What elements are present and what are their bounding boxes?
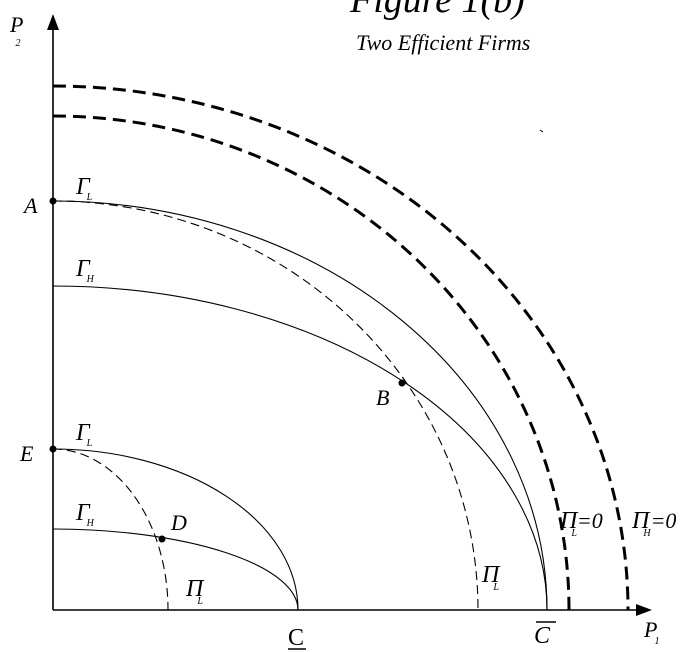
gamma-l-upper-label: ΓL — [75, 174, 93, 203]
point-d-label: D — [170, 510, 187, 535]
pi-h-zero-label: ΠH=0 — [631, 508, 676, 539]
pi-l-inner-curve — [52, 448, 169, 611]
gamma-h-lower-label: ΓH — [75, 500, 95, 529]
axes — [47, 14, 652, 616]
point-b-label: B — [376, 385, 389, 410]
point-b-marker — [398, 379, 406, 387]
x-axis-label: P1 — [643, 617, 659, 647]
gamma-l-lower-curve — [52, 448, 299, 611]
gamma-l-upper-curve — [52, 200, 548, 611]
pi-l-outer-label: ΠL — [481, 562, 501, 593]
point-a-marker — [49, 197, 57, 205]
figure-title: Figure 1(b) — [349, 0, 525, 21]
pi-l-zero-curve — [52, 114, 571, 611]
stray-mark — [539, 129, 544, 133]
pi-h-zero-curve — [52, 84, 630, 611]
point-e-marker — [49, 445, 57, 453]
gamma-h-lower-curve — [52, 528, 299, 611]
gamma-h-upper-label: ΓH — [75, 256, 95, 285]
point-e-label: E — [19, 441, 34, 466]
gamma-h-upper-curve — [52, 285, 548, 611]
pi-l-zero-label: ΠL=0 — [559, 508, 603, 539]
gamma-l-lower-label: ΓL — [75, 420, 93, 449]
pi-l-outer-curve — [52, 200, 479, 611]
point-a-label: A — [22, 193, 38, 218]
pi-l-inner-label: ΠL — [185, 576, 205, 607]
point-d-marker — [158, 535, 166, 543]
figure-subtitle: Two Efficient Firms — [356, 30, 530, 55]
y-axis-arrow — [47, 14, 59, 30]
c-low-tick-label: C — [288, 625, 304, 651]
c-high-tick-label: C — [534, 623, 551, 649]
x-axis-arrow — [636, 604, 652, 616]
